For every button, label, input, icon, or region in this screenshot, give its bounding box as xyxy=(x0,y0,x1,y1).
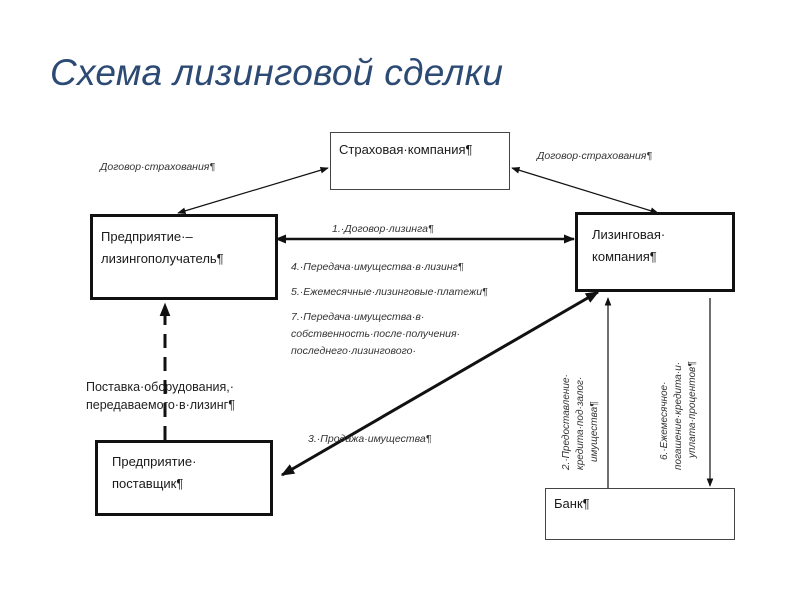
edge-label-credit-line3: имущества¶ xyxy=(589,401,600,462)
lessee-box: Предприятие·– лизингополучатель¶ xyxy=(90,214,278,300)
edge-label-repay-line3: уплата·процентов¶ xyxy=(687,361,698,458)
edge-label-supply-line2: передаваемого·в·лизинг¶ xyxy=(86,398,235,412)
supplier-label-line1: Предприятие· xyxy=(112,454,197,469)
insurance-company-box: Страховая·компания¶ xyxy=(330,132,510,190)
bank-label: Банк¶ xyxy=(554,496,590,511)
edge-label-ownership-line2: собственность·после·получения· xyxy=(291,328,461,340)
edge-label-repay-line2: погашение·кредита·и· xyxy=(673,361,684,470)
edge-label-insurance-left: Договор·страхования¶ xyxy=(100,161,216,173)
edge-label-transfer-to-lease: 4.·Передача·имущества·в·лизинг¶ xyxy=(291,261,464,273)
edge-label-credit-line2: кредита·под·залог· xyxy=(575,376,586,470)
arrow-sale xyxy=(280,290,600,477)
supplier-box: Предприятие· поставщик¶ xyxy=(95,440,273,516)
lessor-label-line2: компания¶ xyxy=(592,249,657,264)
lessor-label-line1: Лизинговая· xyxy=(592,227,666,242)
edge-label-supply-line1: Поставка·оборудования,· xyxy=(86,380,234,394)
edge-label-monthly-payments: 5.·Ежемесячные·лизинговые·платежи¶ xyxy=(291,286,488,298)
arrow-insurance-lessee xyxy=(177,166,329,215)
edge-label-leasing-contract: 1.·Договор·лизинга¶ xyxy=(332,223,434,235)
insurance-company-label: Страховая·компания¶ xyxy=(339,142,473,157)
edge-label-credit-line1: 2.·Предоставление· xyxy=(561,374,572,470)
lessee-label-line2: лизингополучатель¶ xyxy=(101,251,224,266)
edge-label-sale: 3.·Продажа·имущества¶ xyxy=(308,433,432,445)
supplier-label-line2: поставщик¶ xyxy=(112,476,184,491)
edge-label-ownership-line3: последнего·лизингового· xyxy=(291,345,416,357)
edge-label-insurance-right: Договор·страхования¶ xyxy=(537,150,653,162)
page-title: Схема лизинговой сделки xyxy=(50,52,504,93)
edge-label-repay-line1: 6.·Ежемесячное· xyxy=(659,381,670,460)
edge-label-ownership-line1: 7.·Передача·имущества·в· xyxy=(291,311,425,323)
lessor-box: Лизинговая· компания¶ xyxy=(575,212,735,292)
arrow-insurance-lessor xyxy=(511,167,659,214)
bank-box: Банк¶ xyxy=(545,488,735,540)
lessee-label-line1: Предприятие·– xyxy=(101,229,193,244)
